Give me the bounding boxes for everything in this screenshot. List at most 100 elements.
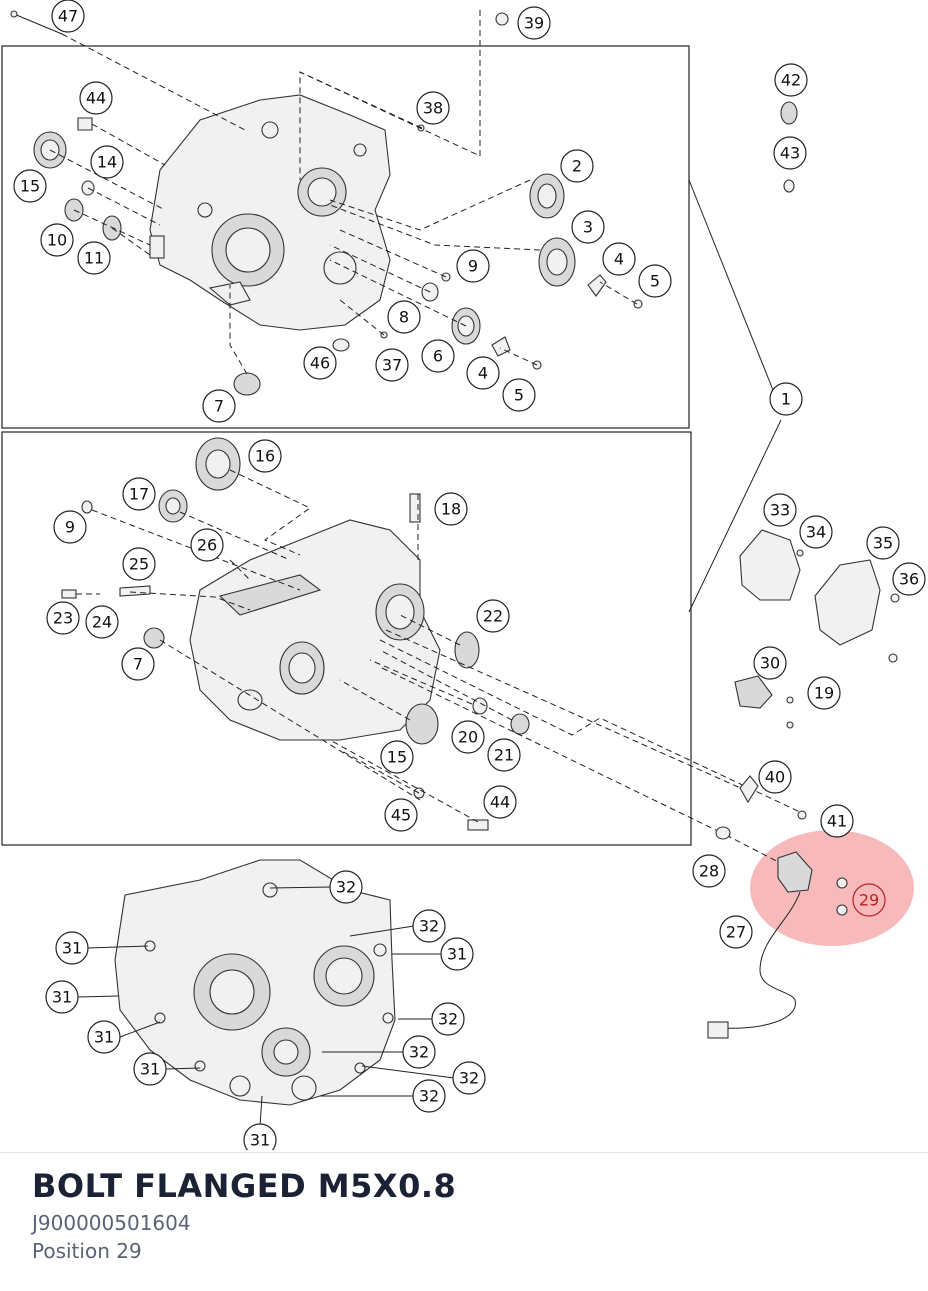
callout-32-f[interactable]: 32: [412, 1079, 446, 1113]
callout-35[interactable]: 35: [866, 526, 900, 560]
callout-32-b[interactable]: 32: [412, 909, 446, 943]
callout-19[interactable]: 19: [807, 676, 841, 710]
svg-text:31: 31: [447, 945, 467, 964]
callout-23[interactable]: 23: [46, 601, 80, 635]
bottom-leaders: [77, 886, 455, 1127]
callout-4-mid[interactable]: 4: [466, 356, 500, 390]
svg-text:32: 32: [419, 1087, 439, 1106]
exploded-parts-diagram: 47 39 42 43 44 38 14 15 2 3 4 5 10 11 9 …: [1, 0, 926, 1150]
svg-text:32: 32: [459, 1069, 479, 1088]
svg-text:25: 25: [129, 555, 149, 574]
svg-text:31: 31: [52, 988, 72, 1007]
callout-6[interactable]: 6: [421, 339, 455, 373]
callout-26[interactable]: 26: [190, 528, 224, 562]
svg-text:32: 32: [336, 878, 356, 897]
callout-9-upper[interactable]: 9: [456, 249, 490, 283]
callout-10[interactable]: 10: [40, 223, 74, 257]
callout-31-d[interactable]: 31: [87, 1020, 121, 1054]
callout-16[interactable]: 16: [248, 439, 282, 473]
callout-8[interactable]: 8: [387, 300, 421, 334]
callout-33[interactable]: 33: [763, 493, 797, 527]
callout-31-f[interactable]: 31: [243, 1123, 277, 1150]
callout-14[interactable]: 14: [90, 145, 124, 179]
lower-crankcase-frame: [1, 431, 692, 846]
callout-20[interactable]: 20: [451, 720, 485, 754]
callout-31-b[interactable]: 31: [55, 931, 89, 965]
svg-text:1: 1: [781, 390, 791, 409]
callout-15-lower[interactable]: 15: [380, 740, 414, 774]
svg-text:32: 32: [419, 917, 439, 936]
svg-text:38: 38: [423, 99, 443, 118]
crankcase-half-upper: [149, 94, 391, 331]
callout-31-c[interactable]: 31: [45, 980, 79, 1014]
svg-text:35: 35: [873, 534, 893, 553]
callout-5-upper[interactable]: 5: [638, 264, 672, 298]
callout-11[interactable]: 11: [77, 241, 111, 275]
svg-text:23: 23: [53, 609, 73, 628]
callout-4-upper[interactable]: 4: [602, 242, 636, 276]
callout-17[interactable]: 17: [122, 477, 156, 511]
callout-29-selected[interactable]: 29: [852, 883, 886, 917]
callout-25[interactable]: 25: [122, 547, 156, 581]
callout-36[interactable]: 36: [892, 562, 926, 596]
callout-32-a[interactable]: 32: [329, 870, 363, 904]
svg-text:34: 34: [806, 523, 826, 542]
callout-44-upper[interactable]: 44: [79, 81, 113, 115]
callout-28[interactable]: 28: [692, 854, 726, 888]
callout-47[interactable]: 47: [51, 0, 85, 33]
callout-34[interactable]: 34: [799, 515, 833, 549]
svg-text:46: 46: [310, 354, 330, 373]
callout-45[interactable]: 45: [384, 798, 418, 832]
callout-32-d[interactable]: 32: [402, 1035, 436, 1069]
callout-32-e[interactable]: 32: [452, 1061, 486, 1095]
callout-31-a[interactable]: 31: [440, 937, 474, 971]
callout-46[interactable]: 46: [303, 346, 337, 380]
svg-text:22: 22: [483, 607, 503, 626]
callout-3[interactable]: 3: [571, 210, 605, 244]
svg-text:42: 42: [781, 71, 801, 90]
svg-text:40: 40: [765, 768, 785, 787]
callout-40[interactable]: 40: [758, 760, 792, 794]
callout-7-lower[interactable]: 7: [121, 647, 155, 681]
callout-42[interactable]: 42: [774, 63, 808, 97]
svg-text:44: 44: [86, 89, 106, 108]
svg-text:30: 30: [760, 654, 780, 673]
callout-30[interactable]: 30: [753, 646, 787, 680]
callout-24[interactable]: 24: [85, 605, 119, 639]
callout-43[interactable]: 43: [773, 136, 807, 170]
callout-38[interactable]: 38: [416, 91, 450, 125]
svg-text:5: 5: [650, 272, 660, 291]
callout-7-upper[interactable]: 7: [202, 389, 236, 423]
svg-text:15: 15: [20, 177, 40, 196]
svg-text:2: 2: [572, 157, 582, 176]
callout-41[interactable]: 41: [820, 804, 854, 838]
callout-44-lower[interactable]: 44: [483, 785, 517, 819]
svg-text:17: 17: [129, 485, 149, 504]
callout-9-lower[interactable]: 9: [53, 510, 87, 544]
callout-18[interactable]: 18: [434, 492, 468, 526]
part-title: BOLT FLANGED M5X0.8: [32, 1167, 457, 1205]
svg-text:33: 33: [770, 501, 790, 520]
assembly-leader-1: [688, 179, 774, 391]
callout-31-e[interactable]: 31: [133, 1052, 167, 1086]
svg-text:31: 31: [140, 1060, 160, 1079]
callout-22[interactable]: 22: [476, 599, 510, 633]
svg-text:31: 31: [250, 1131, 270, 1150]
part-number: J900000501604: [32, 1211, 191, 1235]
svg-text:31: 31: [94, 1028, 114, 1047]
callout-1[interactable]: 1: [769, 382, 803, 416]
callout-39[interactable]: 39: [517, 6, 551, 40]
callout-37[interactable]: 37: [375, 348, 409, 382]
callout-5-mid[interactable]: 5: [502, 378, 536, 412]
svg-text:9: 9: [65, 518, 75, 537]
svg-text:20: 20: [458, 728, 478, 747]
callout-15-upper[interactable]: 15: [13, 169, 47, 203]
assembly-leader-1b: [688, 419, 782, 613]
part-info-panel: BOLT FLANGED M5X0.8 J900000501604 Positi…: [0, 1152, 928, 1291]
svg-text:32: 32: [438, 1010, 458, 1029]
callout-2[interactable]: 2: [560, 149, 594, 183]
callout-21[interactable]: 21: [487, 738, 521, 772]
callout-32-c[interactable]: 32: [431, 1002, 465, 1036]
highlight-29: [750, 830, 914, 946]
callout-27[interactable]: 27: [719, 915, 753, 949]
